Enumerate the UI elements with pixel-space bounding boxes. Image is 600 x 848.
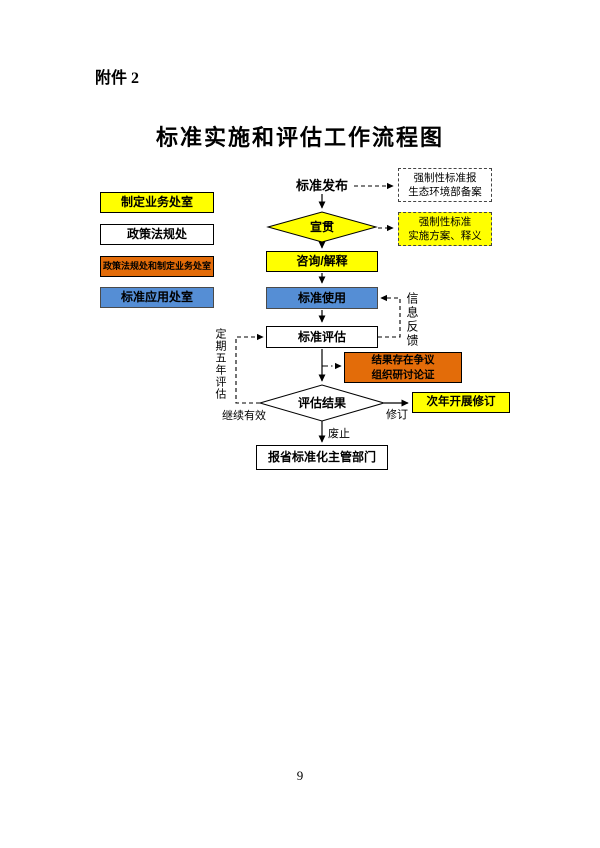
edge-label-abolish: 废止	[328, 428, 350, 440]
node-standard-use: 标准使用	[266, 287, 378, 309]
node-standard-publish: 标准发布	[295, 177, 348, 193]
legend-item-policy-and-formulating: 政策法规处和制定业务处室	[100, 256, 214, 277]
five-year-loop-line	[235, 333, 264, 404]
node-result-diamond-label: 评估结果	[297, 396, 346, 410]
node-revise-next-year: 次年开展修订	[412, 392, 510, 413]
node-standard-evaluate: 标准评估	[266, 326, 378, 348]
legend-item-policy-division: 政策法规处	[100, 224, 214, 245]
node-consult-interpret: 咨询/解释	[266, 251, 378, 272]
edge-label-continue-valid: 继续有效	[222, 410, 266, 422]
edge-label-revise: 修订	[386, 409, 408, 421]
legend-label: 标准应用处室	[120, 290, 193, 304]
page-title: 标准实施和评估工作流程图	[155, 125, 444, 150]
node-record-filing-note: 强制性标准报 生态环境部备案	[398, 168, 492, 202]
feedback-loop-line	[378, 294, 401, 338]
legend-label: 制定业务处室	[120, 195, 193, 209]
node-promote-diamond-label: 宣贯	[309, 220, 334, 234]
page-number: 9	[296, 768, 304, 783]
attachment-label: 附件 2	[95, 70, 140, 87]
legend-item-formulating-division: 制定业务处室	[100, 192, 214, 213]
node-implementation-plan-note: 强制性标准 实施方案、释义	[398, 212, 492, 246]
legend-item-application-division: 标准应用处室	[100, 287, 214, 308]
promote-diamond-shape	[266, 211, 378, 243]
edge-label-five-year-review: 定期五年评估	[214, 328, 226, 400]
legend-label: 政策法规处和制定业务处室	[102, 260, 211, 271]
legend-label: 政策法规处	[126, 227, 187, 241]
node-dispute-review: 结果存在争议 组织研讨论证	[344, 352, 462, 383]
edge-label-feedback: 信息反馈	[405, 292, 419, 348]
node-report-authority: 报省标准化主管部门	[256, 445, 388, 470]
